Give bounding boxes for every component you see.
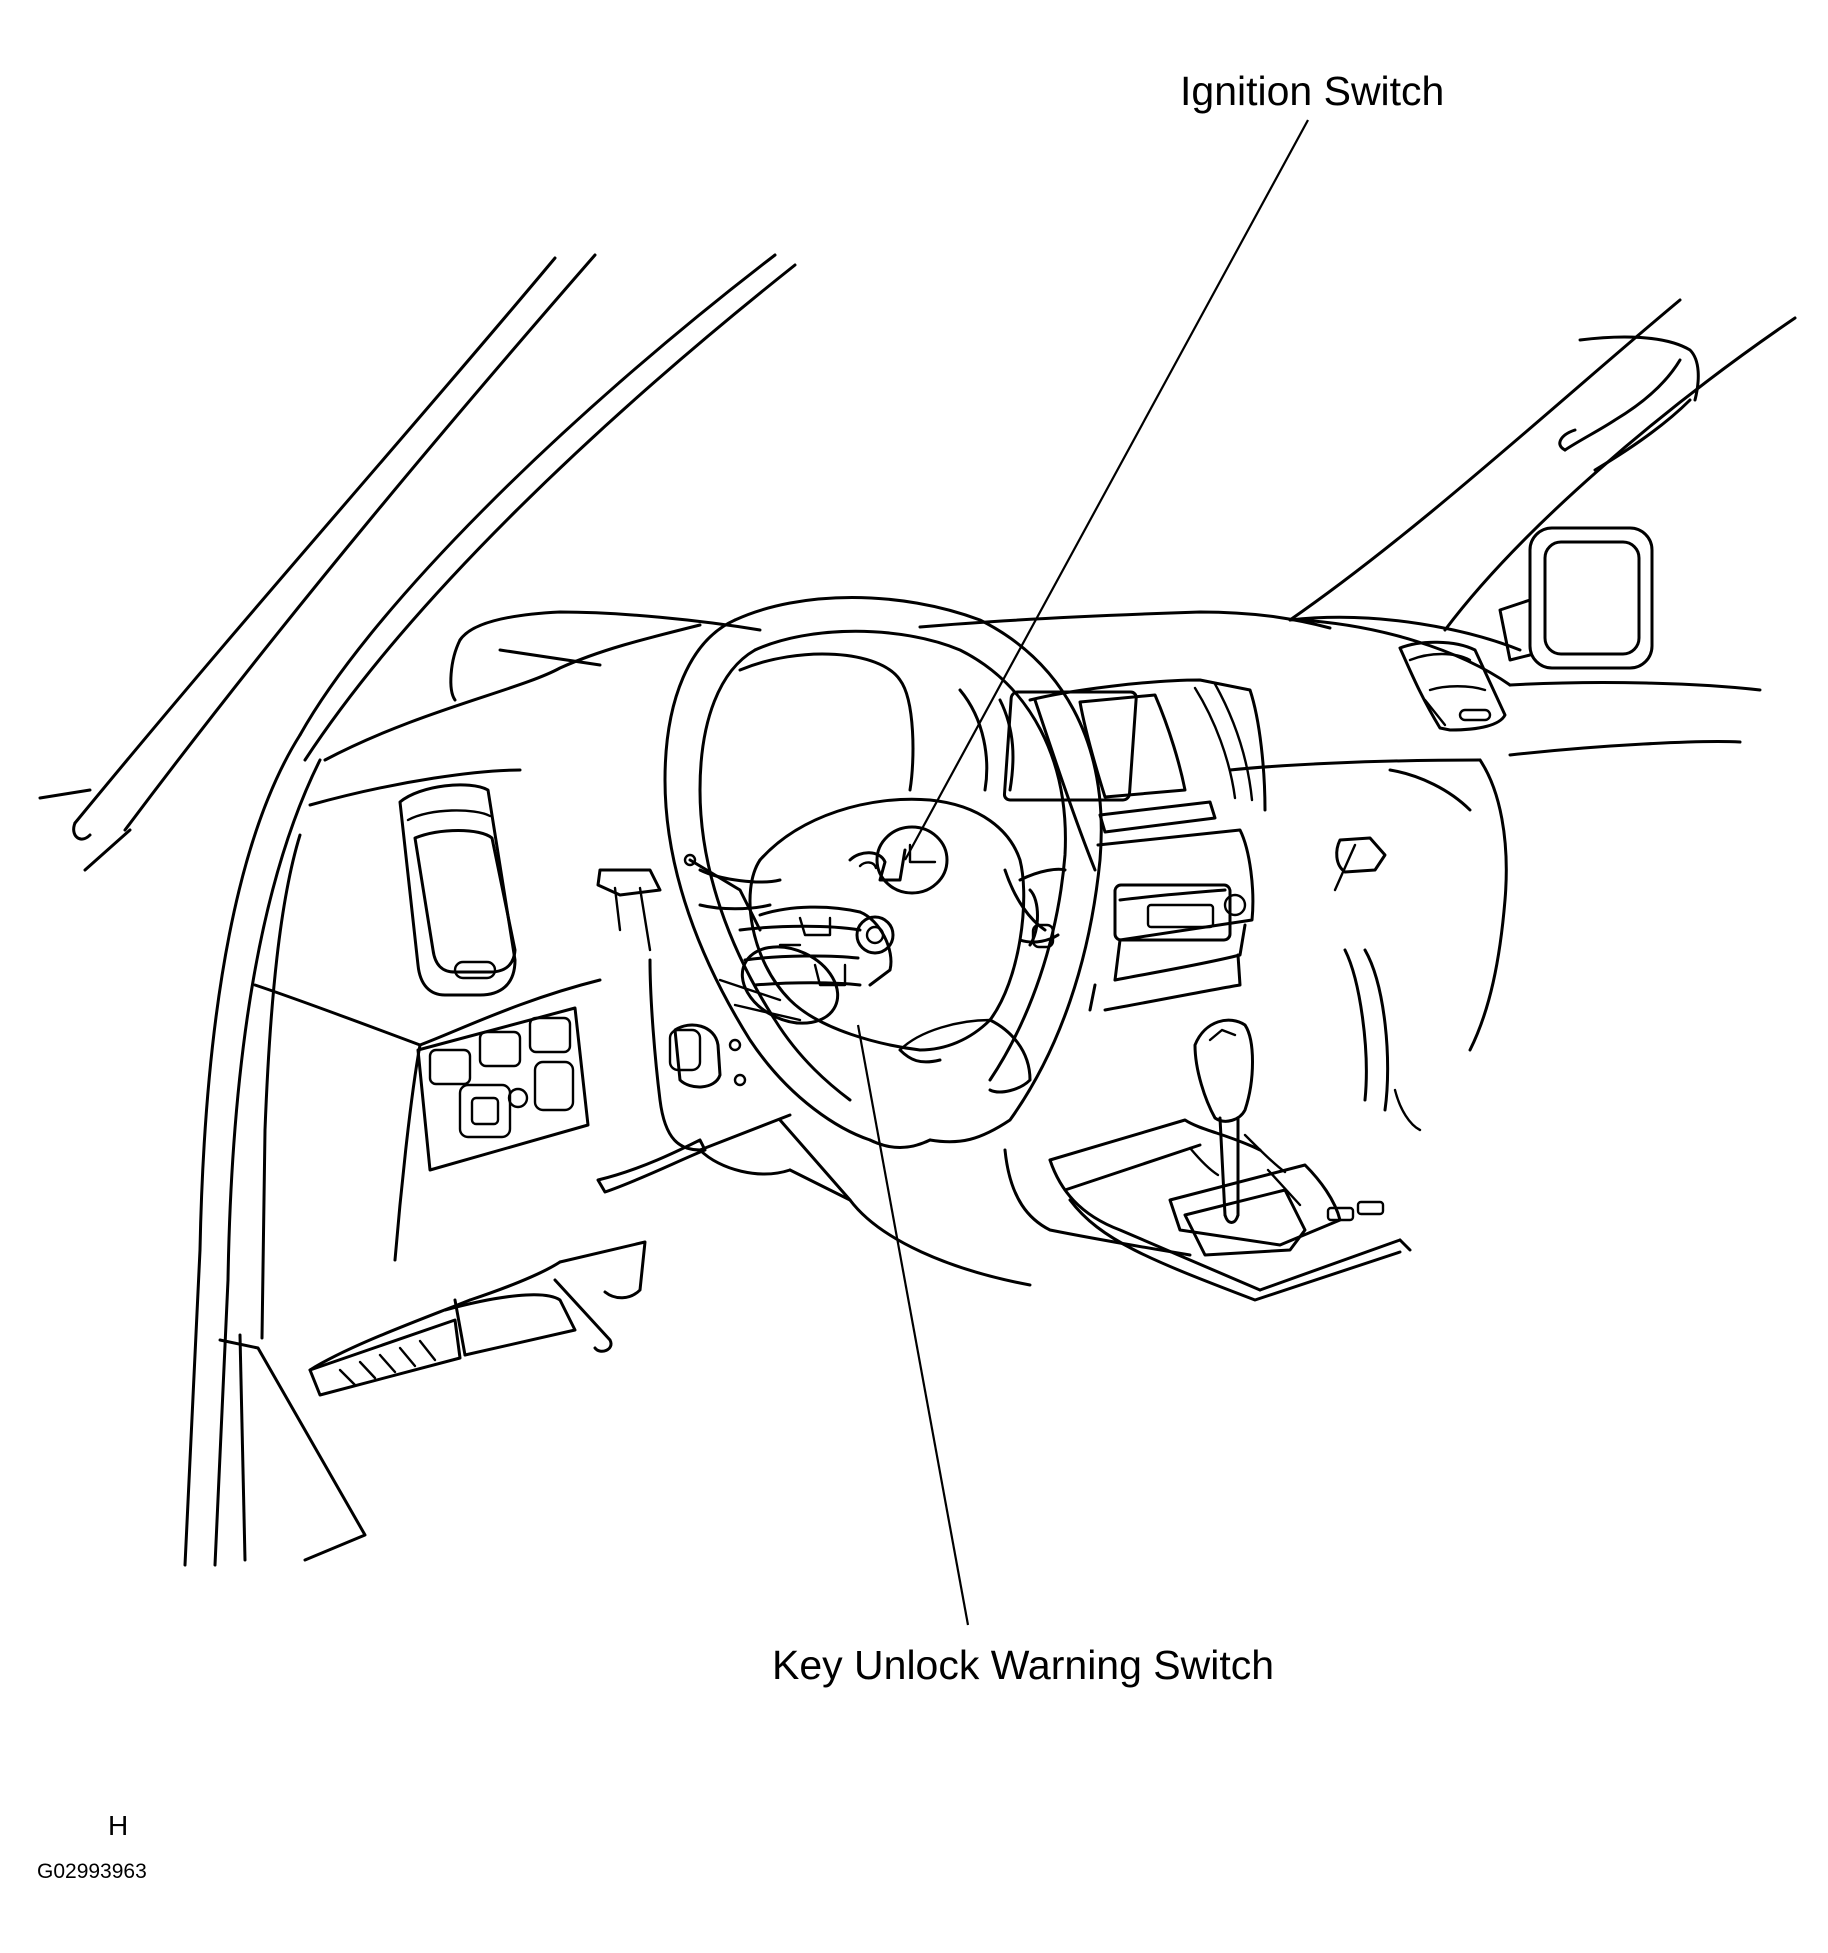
lower-left-panel <box>253 978 602 1372</box>
side-mirror <box>1498 526 1654 670</box>
ignition-switch-assembly <box>718 825 949 1025</box>
ignition-switch-label: Ignition Switch <box>1180 68 1445 114</box>
steering-column <box>596 848 1032 1287</box>
switch-panel <box>416 1006 590 1172</box>
door-frame <box>183 733 367 1567</box>
right-air-vent <box>1398 640 1507 732</box>
steering-wheel <box>663 596 1103 1149</box>
center-console <box>1003 1018 1412 1302</box>
passenger-dash <box>1228 758 1508 1132</box>
left-air-vent <box>398 783 517 997</box>
callout-leaders <box>856 119 1309 1626</box>
right-pillar <box>1288 298 1797 652</box>
instrument-cluster <box>738 652 1047 932</box>
grab-handle <box>1558 335 1700 472</box>
key-unlock-warning-switch-label: Key Unlock Warning Switch <box>772 1642 1275 1688</box>
knee-panel <box>308 1138 707 1397</box>
center-stack <box>1002 678 1267 1012</box>
dashboard-top <box>308 610 1762 807</box>
sheet-letter: H <box>108 1810 129 1841</box>
a-pillar <box>38 253 797 872</box>
ignition-switch-leader <box>904 119 1309 861</box>
figure-id: G02993963 <box>37 1860 147 1883</box>
key-unlock-warning-switch-leader <box>856 1024 970 1626</box>
